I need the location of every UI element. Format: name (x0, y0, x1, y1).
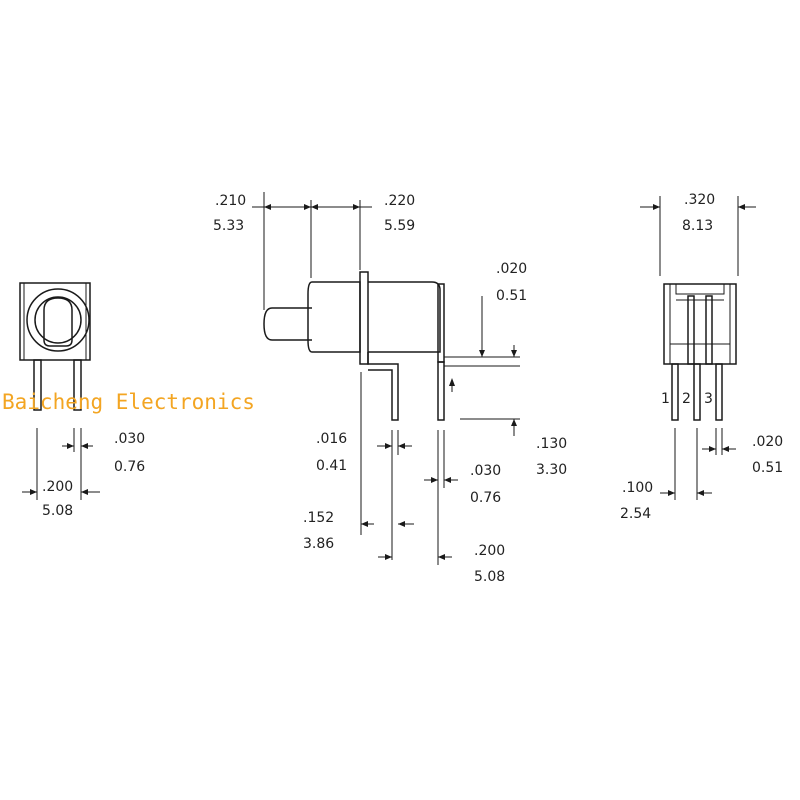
dim-bushing-length-mm: 5.59 (384, 218, 415, 234)
pin-label-2: 2 (682, 391, 691, 407)
dim-standoff-mm: 0.51 (496, 288, 527, 304)
toggle-lever (43, 297, 73, 347)
dim-toggle-length-mm: 5.33 (213, 218, 244, 234)
dim-front-pin-pitch-in: .200 (42, 479, 73, 495)
dim-body-width-in: .320 (684, 192, 715, 208)
side-front-lead (367, 352, 399, 421)
side-bushing (307, 281, 361, 353)
dim-pin-thick-mm: 0.41 (316, 458, 347, 474)
dim-bushing-length-in: .220 (384, 193, 415, 209)
front-view (19, 282, 100, 500)
dim-pin-thick-in: .016 (316, 431, 347, 447)
watermark-text: Baicheng Electronics (2, 390, 255, 414)
end-body (663, 283, 737, 365)
front-pin-left (33, 359, 42, 411)
dim-end-pin-pitch-in: .100 (622, 480, 653, 496)
dim-standoff-in: .020 (496, 261, 527, 277)
dim-front-pin-width-in: .030 (114, 431, 145, 447)
bushing-outer-ring (26, 288, 90, 352)
dim-offset-mm: 3.86 (303, 536, 334, 552)
dim-toggle-length-in: .210 (215, 193, 246, 209)
end-pin-1 (671, 363, 679, 421)
end-center-post-right (705, 295, 713, 365)
side-rear-lead (437, 361, 445, 421)
dim-side-pin-width-in: .030 (470, 463, 501, 479)
dim-pin-length-mm: 3.30 (536, 462, 567, 478)
side-flange (359, 271, 369, 365)
dim-front-pin-pitch-mm: 5.08 (42, 503, 73, 519)
bushing-inner-ring (34, 296, 82, 344)
dim-side-pitch-mm: 5.08 (474, 569, 505, 585)
dim-end-pin-width-mm: 0.51 (752, 460, 783, 476)
dim-end-pin-pitch-mm: 2.54 (620, 506, 651, 522)
side-back-plate (437, 283, 445, 363)
dim-body-width-mm: 8.13 (682, 218, 713, 234)
dim-pin-length-in: .130 (536, 436, 567, 452)
front-body (19, 282, 91, 361)
side-view (252, 192, 520, 565)
end-pin-2 (693, 363, 701, 421)
end-top-slot (675, 283, 725, 295)
dim-end-pin-width-in: .020 (752, 434, 783, 450)
dim-side-pin-width-mm: 0.76 (470, 490, 501, 506)
side-body (368, 281, 441, 353)
end-pin-3 (715, 363, 723, 421)
end-center-post-left (687, 295, 695, 365)
dim-side-pitch-in: .200 (474, 543, 505, 559)
front-pin-right (73, 359, 82, 411)
side-toggle-lever (263, 307, 312, 341)
dim-offset-in: .152 (303, 510, 334, 526)
pin-label-3: 3 (704, 391, 713, 407)
dim-front-pin-width-mm: 0.76 (114, 459, 145, 475)
end-view (640, 196, 756, 500)
pin-label-1: 1 (661, 391, 670, 407)
